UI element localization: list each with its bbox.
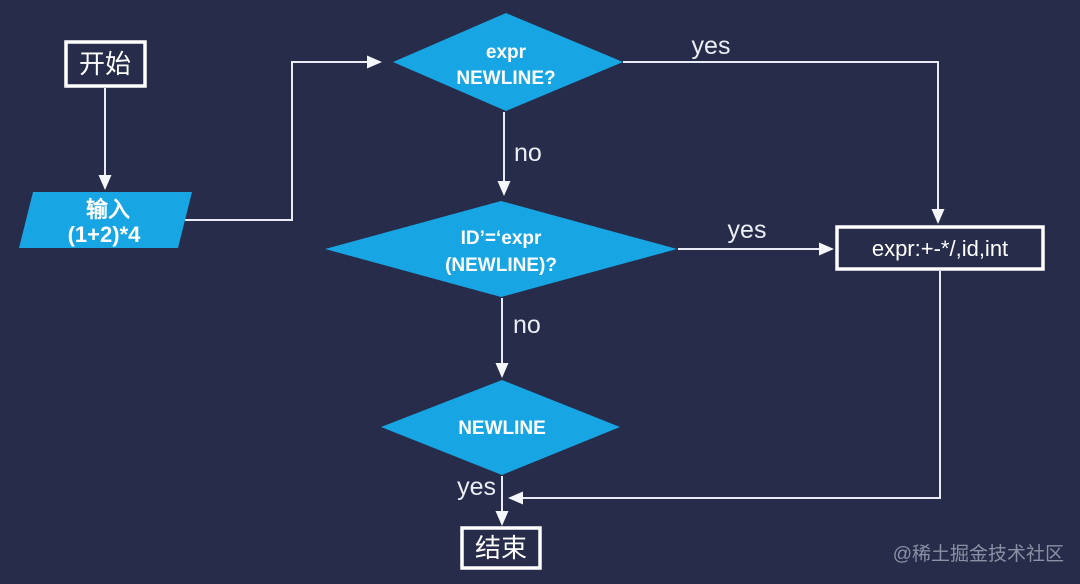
start-node-label: 开始	[79, 49, 131, 79]
input-node-line1: 输入	[86, 197, 130, 222]
label-decision2-yes: yes	[728, 216, 767, 244]
label-decision1-no: no	[514, 139, 542, 167]
rule-node	[835, 225, 1045, 271]
start-node	[64, 40, 147, 88]
label-decision3-yes: yes	[457, 473, 496, 501]
edge-decision1-yes-to-rule	[623, 61, 945, 224]
end-node	[460, 526, 542, 570]
input-node	[19, 192, 192, 248]
decision3-label: NEWLINE	[458, 418, 546, 439]
decision1-line2: NEWLINE?	[456, 68, 555, 89]
decision2-line1: ID’=‘expr	[461, 228, 542, 249]
decision3-node	[381, 380, 620, 475]
decision2-node	[325, 201, 677, 297]
label-decision1-yes: yes	[692, 32, 731, 60]
edge-input-to-decision1	[185, 55, 382, 221]
decision1-node	[393, 13, 623, 111]
label-decision2-no: no	[513, 311, 541, 339]
rule-node-label: expr:+-*/,id,int	[872, 236, 1008, 261]
decision2-line2: (NEWLINE)?	[445, 255, 557, 276]
edge-rule-return	[508, 271, 941, 505]
end-node-label: 结束	[475, 533, 527, 563]
watermark-text: @稀土掘金技术社区	[893, 543, 1064, 565]
input-node-line2: (1+2)*4	[68, 222, 142, 247]
decision1-line1: expr	[486, 42, 527, 63]
